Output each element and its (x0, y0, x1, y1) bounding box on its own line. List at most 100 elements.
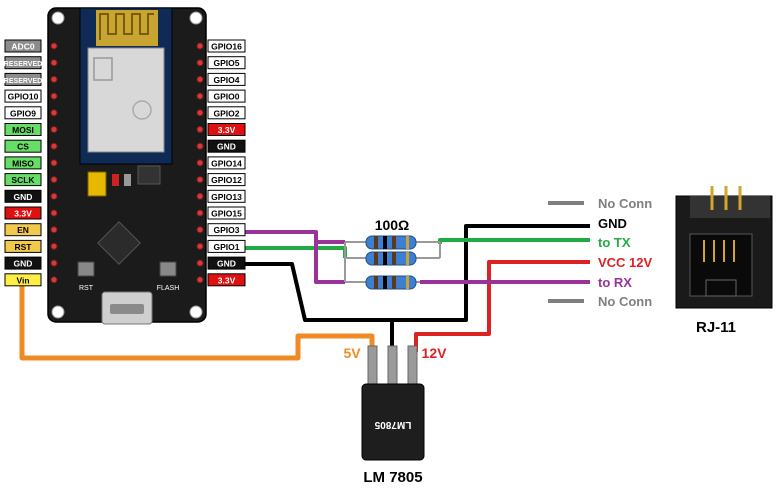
mount-hole (51, 11, 65, 25)
header-pin (196, 209, 204, 217)
lm7805-regulator: 5V 12V LM7805 LM 7805 (343, 345, 447, 486)
regulator-in-label: 12V (422, 345, 448, 361)
smd-part (124, 174, 131, 186)
left-pin-1: ADC0 (4, 39, 42, 53)
regulator-chip-text: LM7805 (374, 419, 411, 430)
header-pin (50, 59, 58, 67)
wifi-mark-icon (132, 100, 152, 120)
regulator-out-label: 5V (343, 345, 361, 361)
right-pin-label: GPIO1 (214, 242, 240, 252)
rj11-line-label: No Conn (598, 196, 652, 211)
resistor-middle (345, 251, 440, 266)
header-pin (50, 259, 58, 267)
rj11-top-face (690, 196, 770, 218)
resistor-top (345, 235, 440, 250)
header-pin (196, 176, 204, 184)
header-pin (196, 59, 204, 67)
left-pin-label: RESERVED (4, 78, 42, 85)
rj11-line-label: GND (598, 216, 627, 231)
header-pin (50, 109, 58, 117)
header-pin (50, 192, 58, 200)
header-pin (196, 226, 204, 234)
right-pin-label: GPIO16 (211, 42, 242, 52)
right-pin-1: GPIO16 (207, 39, 246, 53)
header-pin (196, 159, 204, 167)
header-pin (196, 242, 204, 250)
header-pin (50, 209, 58, 217)
right-pin-labels: GPIO16GPIO5GPIO4GPIO0GPIO23.3VGNDGPIO14G… (207, 39, 246, 287)
mount-hole (189, 305, 203, 319)
header-pin (50, 92, 58, 100)
right-pin-label: 3.3V (218, 275, 236, 285)
left-pin-label: MISO (12, 158, 34, 168)
rj11-line-label: to TX (598, 235, 631, 250)
regulator-name: LM 7805 (363, 469, 422, 486)
right-pin-3: GPIO4 (207, 72, 246, 86)
left-pin-label: 3.3V (14, 209, 32, 219)
wire-vcc-12v (414, 260, 590, 352)
left-pin-label: RESERVED (4, 61, 42, 68)
header-pin (196, 92, 204, 100)
left-pin-11: 3.3V (4, 206, 42, 220)
rj11-line-label: VCC 12V (598, 255, 653, 270)
header-pin (196, 142, 204, 150)
wire-to-tx (438, 238, 590, 244)
right-pin-9: GPIO12 (207, 173, 246, 187)
left-pin-label: MOSI (12, 125, 34, 135)
right-pin-label: GPIO13 (211, 192, 242, 202)
header-pin (50, 226, 58, 234)
regulator-body (361, 383, 425, 461)
right-pin-10: GPIO13 (207, 189, 246, 203)
rj11-title: RJ-11 (696, 319, 736, 336)
wire-gpio1 (245, 246, 347, 258)
header-pin (50, 176, 58, 184)
rst-button[interactable] (77, 261, 95, 277)
right-pin-5: GPIO2 (207, 106, 246, 120)
header-pin (196, 259, 204, 267)
left-pin-label: RST (15, 242, 33, 252)
resistor-array: 100Ω (344, 217, 441, 290)
header-pin (50, 159, 58, 167)
left-pin-4: GPIO10 (4, 89, 42, 103)
rj11-line-label: No Conn (598, 294, 652, 309)
left-pin-label: GND (14, 192, 33, 202)
left-pin-label: GPIO10 (8, 92, 39, 102)
right-pin-12: GPIO3 (207, 223, 246, 237)
pin-headers (50, 42, 204, 284)
right-pin-8: GPIO14 (207, 156, 246, 170)
right-pin-4: GPIO0 (207, 89, 246, 103)
right-pin-6: 3.3V (207, 123, 246, 136)
left-pin-label: Vin (16, 275, 29, 285)
right-pin-14: GND (207, 256, 246, 270)
left-pin-label: EN (17, 225, 29, 235)
mount-hole (51, 305, 65, 319)
regulator-leg-in (367, 345, 378, 385)
left-pin-6: MOSI (4, 123, 42, 136)
left-pin-label: CS (17, 142, 29, 152)
flash-button-label: FLASH (157, 285, 180, 292)
header-pin (196, 276, 204, 284)
header-pin (50, 276, 58, 284)
rst-button-label: RST (79, 285, 94, 292)
left-pin-label: SCLK (11, 175, 35, 185)
resistor-bottom (345, 275, 420, 290)
right-pin-label: GPIO2 (214, 108, 240, 118)
right-pin-label: 3.3V (218, 125, 236, 135)
rj11-line-label: to RX (598, 275, 632, 290)
right-pin-13: GPIO1 (207, 239, 246, 253)
left-pin-5: GPIO9 (4, 106, 42, 120)
left-pin-7: CS (4, 139, 42, 153)
left-pin-10: GND (4, 189, 42, 203)
flash-button[interactable] (159, 261, 177, 277)
left-pin-3: RESERVED (4, 72, 42, 86)
right-pin-label: GND (217, 142, 236, 152)
header-pin (50, 75, 58, 83)
rj11-latch-slot (705, 279, 737, 297)
right-pin-label: GPIO15 (211, 209, 242, 219)
capacitor (87, 171, 107, 197)
left-pin-8: MISO (4, 156, 42, 170)
right-pin-label: GPIO0 (214, 92, 240, 102)
rj11-connector: RJ-11 (675, 186, 773, 336)
